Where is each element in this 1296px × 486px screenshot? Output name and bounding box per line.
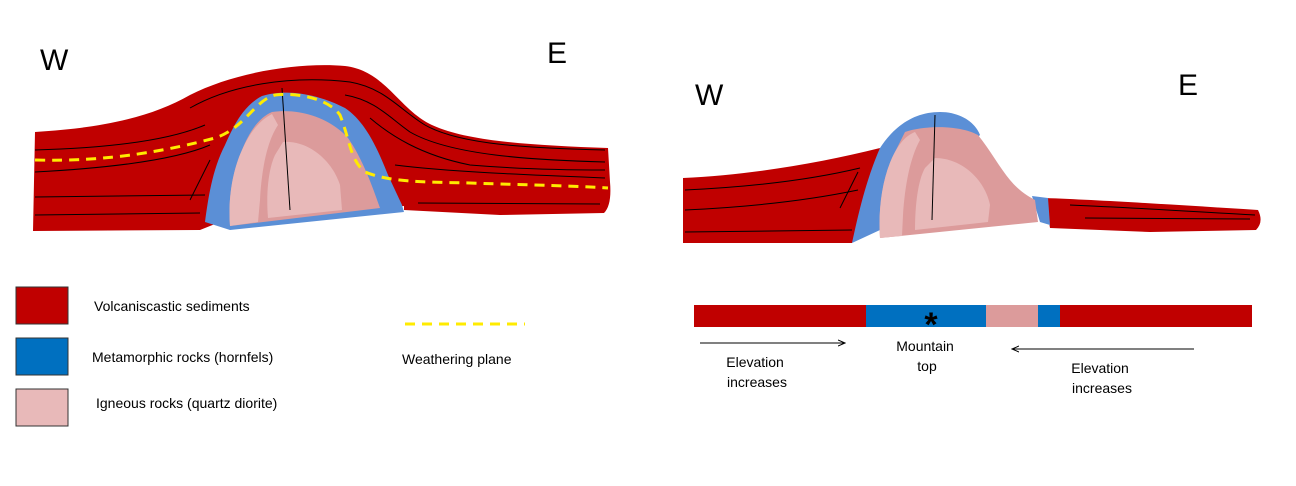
bar-segment-diorite <box>986 305 1038 327</box>
cross-section-after: W E * <box>683 69 1261 396</box>
east-label-right: E <box>1178 69 1198 102</box>
legend-label-igneous: Igneous rocks (quartz diorite) <box>96 395 277 411</box>
legend-swatch-hornfels <box>15 337 69 376</box>
bedding-lines-left <box>34 79 606 216</box>
legend-label-hornfels: Metamorphic rocks (hornfels) <box>92 349 273 365</box>
east-label-left: E <box>547 37 567 70</box>
west-label-right: W <box>695 79 724 112</box>
hornfels-sliver-right <box>1032 196 1050 225</box>
diorite-pluton-side-right <box>879 132 920 238</box>
legend-swatch-sediments <box>15 286 69 325</box>
bar-segment-hornfels-east <box>1038 305 1060 327</box>
sediment-layer-west-right <box>683 148 880 243</box>
diorite-pluton-inner-left <box>267 141 342 218</box>
bar-segment-hornfels-west <box>866 305 986 327</box>
bedding-lines-right <box>684 114 1256 233</box>
surface-map-bar: * <box>694 305 1252 344</box>
bar-segment-sediment-west <box>694 305 866 327</box>
sediment-layer-east-right <box>1045 198 1261 232</box>
elevation-note-west: Elevation increases <box>726 354 787 390</box>
cross-section-before: W E <box>33 37 611 231</box>
elevation-note-east: Elevation increases <box>1071 360 1132 396</box>
legend: Volcaniscastic sediments Metamorphic roc… <box>15 286 525 427</box>
bar-segment-sediment-east <box>1060 305 1252 327</box>
legend-swatch-igneous <box>15 388 69 427</box>
legend-label-sediments: Volcaniscastic sediments <box>94 298 250 314</box>
diorite-pluton-side-left <box>229 114 278 226</box>
west-label-left: W <box>40 44 69 77</box>
mountain-top-note: Mountain top <box>896 338 957 374</box>
legend-label-weathering: Weathering plane <box>402 351 512 367</box>
mountain-top-marker: * <box>924 306 938 344</box>
weathering-plane-left <box>34 92 609 190</box>
